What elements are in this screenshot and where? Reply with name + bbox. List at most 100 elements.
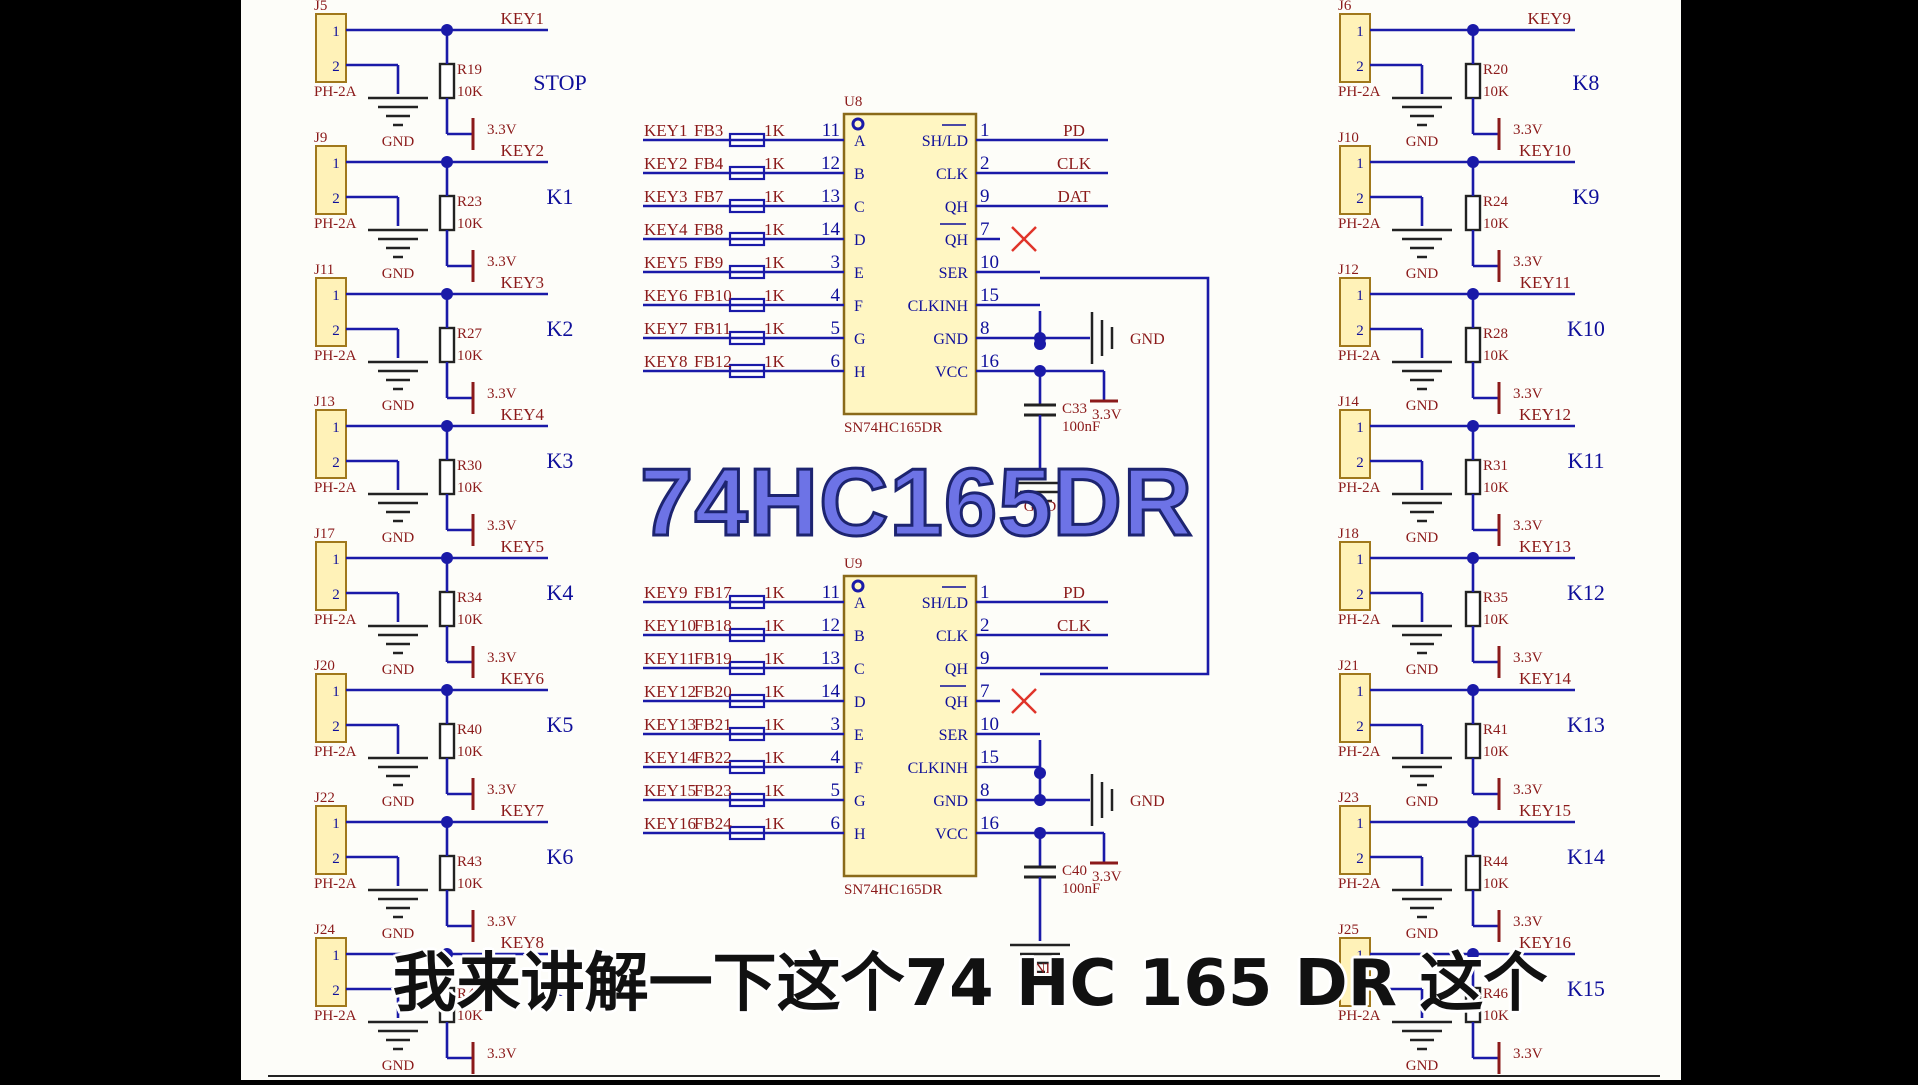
ground-label: GND <box>382 398 415 414</box>
ferrite-ref: FB7 <box>694 187 724 206</box>
left-connector <box>315 937 456 1024</box>
ground-symbol <box>368 756 428 787</box>
resistor-value: 10K <box>457 744 483 760</box>
button-label: K4 <box>547 580 574 605</box>
ground-label: GND <box>1406 134 1439 150</box>
key-net-label: KEY13 <box>1519 537 1571 556</box>
ground-label: GND <box>1406 530 1439 546</box>
button-label: K12 <box>1567 580 1605 605</box>
key-net-label: KEY3 <box>501 273 544 292</box>
right-connector <box>1339 673 1482 760</box>
ferrite-value: 1K <box>764 649 786 668</box>
output-pin-name: SER <box>939 265 969 282</box>
pullup-resistor <box>1464 194 1482 232</box>
resistor-value: 10K <box>457 348 483 364</box>
connector-pin-1: 1 <box>332 288 340 304</box>
resistor-value: 10K <box>457 876 483 892</box>
connector-ref: J14 <box>1338 394 1359 410</box>
pullup-resistor <box>438 194 456 232</box>
cap-gnd-label: GND <box>1024 499 1057 515</box>
connector-pin-2: 2 <box>1356 59 1364 75</box>
connector-type: PH-2A <box>314 480 357 496</box>
input-key-label: KEY13 <box>644 715 696 734</box>
shift-register-ic <box>728 112 1114 416</box>
input-key-label: KEY1 <box>644 121 687 140</box>
ground-symbol <box>1392 888 1452 919</box>
connector-ref: J5 <box>314 0 327 14</box>
input-key-label: KEY16 <box>644 814 696 833</box>
ground-label: GND <box>382 1058 415 1074</box>
ferrite-ref: FB17 <box>694 583 732 602</box>
ferrite-value: 1K <box>764 154 786 173</box>
button-label: K2 <box>547 316 574 341</box>
ferrite-value: 1K <box>764 187 786 206</box>
ferrite-ref: FB10 <box>694 286 732 305</box>
ground-symbol <box>1392 756 1452 787</box>
cap-value: 100nF <box>1062 881 1100 897</box>
pullup-resistor <box>1464 854 1482 892</box>
output-pin-name: QH <box>945 232 969 249</box>
connector-pin-2: 2 <box>332 59 340 75</box>
pullup-resistor <box>438 854 456 892</box>
ferrite-ref: FB20 <box>694 682 732 701</box>
connector-body <box>1339 409 1371 479</box>
button-label: K14 <box>1567 844 1605 869</box>
input-pin-number: 12 <box>821 153 840 174</box>
right-connector <box>1339 409 1482 496</box>
no-connect-mark <box>1011 688 1037 714</box>
connector-type: PH-2A <box>314 612 357 628</box>
ferrite-ref: FB19 <box>694 649 732 668</box>
output-pin-number: 9 <box>980 186 990 207</box>
connector-pin-1: 1 <box>1356 420 1364 436</box>
output-pin-number: 8 <box>980 780 990 801</box>
output-pin-name: QH <box>945 694 969 711</box>
connector-ref: J17 <box>314 526 335 542</box>
cap-value: 100nF <box>1062 419 1100 435</box>
input-pin-number: 14 <box>821 219 841 240</box>
connector-pin-2: 2 <box>1356 587 1364 603</box>
button-label: K10 <box>1567 316 1605 341</box>
connector-body <box>315 409 347 479</box>
connector-ref: J22 <box>314 790 335 806</box>
input-pin-number: 6 <box>831 813 841 834</box>
ferrite-ref: FB24 <box>694 814 732 833</box>
input-key-label: KEY7 <box>644 319 688 338</box>
cap-ground-symbol <box>1010 943 1070 974</box>
chip-body <box>842 112 978 416</box>
input-pin-number: 11 <box>822 120 840 141</box>
resistor-ref: R45 <box>457 986 482 1002</box>
output-pin-name: GND <box>933 793 968 810</box>
connector-pin-1: 1 <box>332 24 340 40</box>
button-label: K1 <box>547 184 574 209</box>
key-net-label: KEY4 <box>501 405 545 424</box>
connector-pin-1: 1 <box>1356 816 1364 832</box>
vcc-label: 3.3V <box>487 782 517 798</box>
input-key-label: KEY3 <box>644 187 687 206</box>
output-pin-name: GND <box>933 331 968 348</box>
ferrite-value: 1K <box>764 286 786 305</box>
input-pin-number: 13 <box>821 648 840 669</box>
connector-pin-2: 2 <box>332 323 340 339</box>
button-label: K3 <box>547 448 574 473</box>
output-net-label: DAT <box>1057 187 1091 206</box>
connector-ref: J10 <box>1338 130 1359 146</box>
connector-body <box>315 277 347 347</box>
ground-symbol <box>368 228 428 259</box>
connector-ref: J24 <box>314 922 335 938</box>
no-connect-mark <box>1011 226 1037 252</box>
input-key-label: KEY14 <box>644 748 696 767</box>
connector-type: PH-2A <box>1338 744 1381 760</box>
input-pin-number: 13 <box>821 186 840 207</box>
connector-ref: J11 <box>314 262 334 278</box>
output-pin-name: VCC <box>935 826 968 843</box>
right-connector <box>1339 541 1482 628</box>
ground-label: GND <box>1406 1058 1439 1074</box>
connector-body <box>315 145 347 215</box>
input-pin-name: F <box>854 298 863 315</box>
ground-label: GND <box>1406 398 1439 414</box>
connector-ref: J25 <box>1338 922 1359 938</box>
connector-ref: J6 <box>1338 0 1352 14</box>
input-key-label: KEY6 <box>644 286 687 305</box>
pullup-resistor <box>1464 590 1482 628</box>
ferrite-ref: FB12 <box>694 352 732 371</box>
